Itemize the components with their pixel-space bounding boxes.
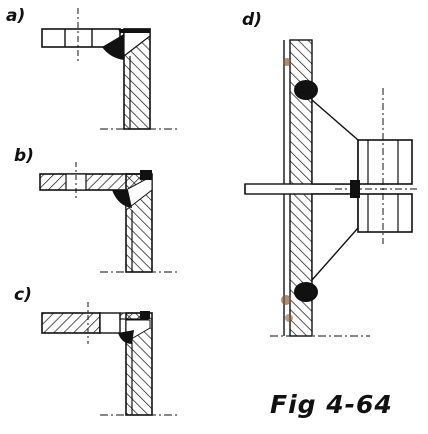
- weld-c: [118, 330, 134, 344]
- flange-block-d: [357, 139, 413, 185]
- detail-d: [244, 39, 420, 337]
- label-a: a): [6, 6, 26, 26]
- weld-d-upper: [294, 80, 318, 100]
- detail-a: [41, 8, 180, 130]
- figure-caption: Fig 4-64: [270, 390, 393, 419]
- weld-b: [112, 190, 132, 208]
- label-d: d): [242, 10, 262, 30]
- weld-d-lower: [294, 282, 318, 302]
- label-c: c): [14, 285, 32, 305]
- weld-a: [102, 34, 124, 60]
- detail-c: [41, 302, 180, 416]
- flange-plate-c: [41, 312, 101, 334]
- detail-b: [39, 162, 180, 273]
- label-b: b): [14, 146, 34, 166]
